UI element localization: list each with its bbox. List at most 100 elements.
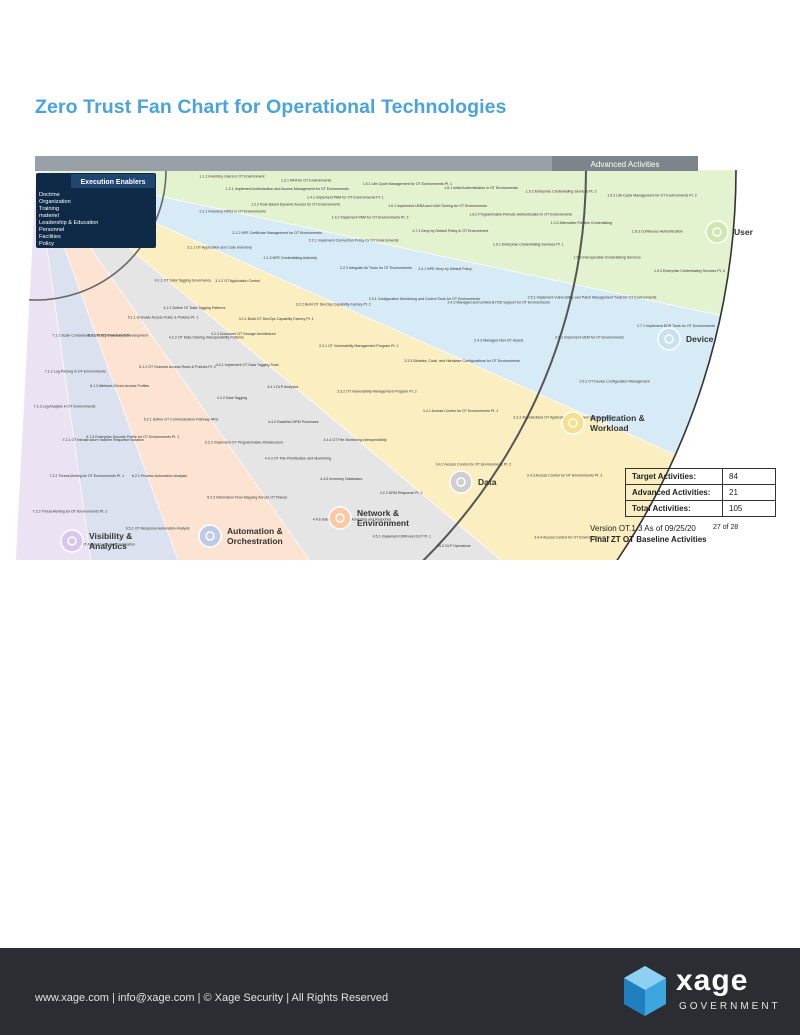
activity-summary-table: Target Activities: 84 Advanced Activitie… <box>625 468 776 517</box>
pillar-network: Network &Environment <box>328 506 409 530</box>
activity-label: 3.3.2 OT Vulnerability Management Progra… <box>337 390 417 394</box>
activity-label: 2.5.1 Implement Vulnerability and Patch … <box>528 295 657 299</box>
activity-label: 6.1.2 Attribute-Driven Access Profiles <box>90 384 149 388</box>
activity-label: 3.1.2 OT Application Control <box>215 279 260 283</box>
execution-enablers: Execution Enablers Doctrine Organization… <box>36 173 156 248</box>
activity-label: 7.2.2 Threat Alerting for OT Environment… <box>49 474 124 478</box>
automation-icon-glyph <box>205 531 215 541</box>
pillar-label: Orchestration <box>227 536 283 546</box>
automation-icon <box>198 524 222 548</box>
activity-label: 1.3.1 MFA for OT Environments <box>281 178 331 182</box>
activity-label: 4.4.5 Inventory Databases <box>320 477 362 481</box>
pillar-label: Data <box>478 477 497 487</box>
pillar-user: User <box>705 220 754 244</box>
enablers-line: materiel <box>39 213 59 219</box>
activity-label: 1.4.2 Implement PAM for OT Environments … <box>332 216 409 220</box>
activity-label: 1.4.1 Implement PAM for OT Environments … <box>307 196 384 200</box>
enablers-line: Organization <box>39 199 71 205</box>
logo-subtitle: GOVERNMENT <box>679 1001 781 1012</box>
enablers-line: Training <box>39 206 59 212</box>
activity-label: 4.2.3 DRM Response Pt. 1 <box>380 491 423 495</box>
pillar-visibility: Visibility &Analytics <box>60 529 132 553</box>
activity-label: 7.2.5 OT Asset ID and Alert Correlation <box>73 543 135 547</box>
baseline-text: Final ZT OT Baseline Activities <box>590 535 707 544</box>
activity-label: 2.6.2 OT Device Configuration Management <box>579 380 649 384</box>
activity-label: 4.4.2 Establish DRM Processes <box>268 420 319 424</box>
activity-label: 1.3.2 Alternative Flexible Credentialing <box>551 221 612 225</box>
application-icon-glyph <box>568 418 578 428</box>
fan-chart: 1.1.1 Inventory Users in OT Environment 1… <box>15 156 754 560</box>
page-title: Zero Trust Fan Chart for Operational Tec… <box>35 96 507 118</box>
activity-label: 6.1.3 Enterprise Security Profile for OT… <box>86 435 179 439</box>
activity-label: 1.6.1 Implement UEBA and UAM Tooling for… <box>388 204 487 208</box>
activity-label: 1.7.1 Deny by Default Policy in OT Envir… <box>412 229 488 233</box>
data-icon <box>449 470 473 494</box>
activity-label: 2.2.1 Implement Connection Policy for OT… <box>309 238 399 242</box>
activity-label: 1.9.3 Enterprise Credentialing Services … <box>654 269 725 273</box>
enablers-line: Personnel <box>39 227 64 233</box>
activity-label: 1.5.1 Life-Cycle Management for OT Envir… <box>363 182 452 186</box>
pillar-label: Analytics <box>89 541 127 551</box>
activity-label: 6.1.1 Policy Inventory & Development <box>88 334 148 338</box>
visibility-icon <box>60 529 84 553</box>
xage-logo-icon <box>624 966 666 1016</box>
activity-label: 7.2.3 Threat Alerting for OT Environment… <box>33 510 108 514</box>
summary-value: 84 <box>722 468 776 485</box>
enablers-header <box>71 174 155 188</box>
page-number: 27 of 28 <box>713 524 739 531</box>
summary-row: Advanced Activities: 21 <box>625 484 776 501</box>
activity-label: 3.4.4 Access Control for OT Environments… <box>534 535 609 539</box>
advanced-activities-label: Advanced Activities <box>591 160 660 169</box>
activity-label: 5.1.2 OT Granular Access Rules & Policie… <box>139 365 216 369</box>
activity-label: 3.4.2 Access Control for OT Environments… <box>436 463 511 467</box>
activity-label: 6.2.1 Process Automation Analysis <box>132 474 187 478</box>
pillar-device: Device <box>657 327 714 351</box>
user-icon <box>705 220 729 244</box>
version-text: Version OT.1.3 As of 09/25/20 <box>590 524 696 533</box>
network-icon <box>328 506 352 530</box>
pillar-data: Data <box>449 470 497 494</box>
visibility-icon-glyph <box>67 536 77 546</box>
activity-labels: 1.1.1 Inventory Users in OT Environment 1… <box>33 175 725 549</box>
pillar-bands <box>15 169 737 560</box>
activity-label: 4.2.3 Document OT Storage Architecture <box>211 332 276 336</box>
pillar-label: Environment <box>357 518 409 528</box>
pillar-label: User <box>734 227 754 237</box>
activity-label: 4.5.1 Implement DRM and DLP Pt. 1 <box>373 534 431 538</box>
data-icon-glyph <box>456 477 466 487</box>
activity-label: 1.8.1 Initial Authentication in OT Envir… <box>444 186 518 190</box>
activity-label: 3.2.2 Build OT DevOps Capability Factory… <box>296 302 371 306</box>
application-icon <box>561 411 585 435</box>
activity-label: 3.4.3 Access Control for OT Environments… <box>527 474 602 478</box>
pillar-label: Network & <box>357 508 399 518</box>
pillar-automation: Automation &Orchestration <box>198 524 283 548</box>
user-icon-glyph <box>712 227 722 237</box>
activity-label: 4.4.3 OT File Prioritization and Monitor… <box>265 457 331 461</box>
advanced-header <box>552 156 698 171</box>
activity-label: 4.2.2 OT Data Sharing Interoperability P… <box>169 335 244 339</box>
activity-label: 1.1.1 Inventory Users in OT Environment <box>199 175 264 179</box>
footer-links: www.xage.com | info@xage.com | © Xage Se… <box>35 992 389 1004</box>
outer-rim-arc <box>616 169 737 560</box>
activity-label: 3.2.1 Build OT DevOps Capability Factory… <box>239 317 314 321</box>
activity-label: 5.2.3 Information Flow Mapping Across OT… <box>207 496 287 500</box>
activity-label: 7.1.1 Scale Considerations for OT Enviro… <box>52 334 129 338</box>
activity-label: 1.2.1 Implement Authorization and Access… <box>226 187 349 191</box>
pillar-label: Application & <box>590 413 645 423</box>
summary-row: Target Activities: 84 <box>625 468 776 485</box>
activity-label: 2.4.1 NPE Deny by Default Policy <box>418 267 472 271</box>
activity-label: 5.1.1 Granular Access Rules & Policies P… <box>128 316 199 320</box>
activity-label: 6.5.1 OT Response Automation Analysis <box>126 527 190 531</box>
band-network <box>35 169 310 560</box>
fan-arcs <box>29 169 737 560</box>
band-automation <box>35 169 179 560</box>
pillar-application: Application &Workload <box>561 411 645 435</box>
pillar-label: Automation & <box>227 526 283 536</box>
activity-label: 4.3.1 Implement OT Data Tagging Tools <box>216 363 279 367</box>
activity-label: 1.9.2 Enterprise Credentialing Services … <box>526 190 597 194</box>
enablers-line: Policy <box>39 241 54 247</box>
summary-label: Target Activities: <box>625 468 723 485</box>
summary-value: 21 <box>722 484 776 501</box>
activity-label: 4.4.6 Database Activity Monitoring and R… <box>313 518 392 522</box>
activity-label: 1.2.2 Rule Based Dynamic Access for OT E… <box>251 203 340 207</box>
